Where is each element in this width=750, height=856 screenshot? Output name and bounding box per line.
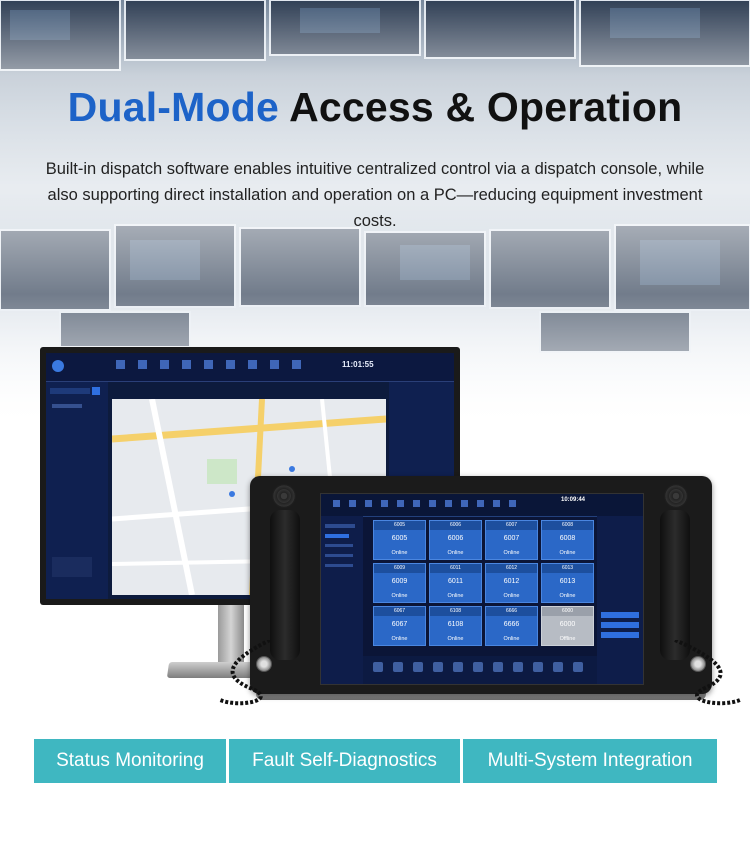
console-sidebar — [321, 516, 363, 684]
extension-status: Online — [391, 550, 408, 556]
console-base — [256, 690, 706, 700]
extension-number: 6011 — [447, 578, 464, 585]
extension-id: 6067 — [374, 607, 425, 616]
extension-status: Offline — [559, 636, 576, 642]
toolbar-icon[interactable] — [433, 662, 443, 672]
console-right-panel — [597, 516, 643, 684]
extension-status: Online — [447, 550, 464, 556]
title-accent: Dual-Mode — [67, 84, 280, 130]
monitor-sidebar — [46, 382, 108, 599]
extension-number: 6012 — [503, 578, 520, 585]
monitor-clock: 11:01:55 — [342, 360, 374, 369]
extension-id: 6009 — [374, 564, 425, 573]
extension-number: 6013 — [559, 578, 576, 585]
toolbar-icon[interactable] — [573, 662, 583, 672]
title-rest: Access & Operation — [289, 84, 683, 130]
console-top-bar: 10:09:44 — [321, 494, 643, 517]
extension-id: 6012 — [486, 564, 537, 573]
extension-status: Online — [503, 636, 520, 642]
monitor-top-bar: 11:01:55 — [46, 353, 454, 382]
extension-number: 6067 — [391, 621, 408, 628]
right-handset[interactable] — [660, 510, 690, 660]
toolbar-icon[interactable] — [493, 662, 503, 672]
extension-number: 6006 — [447, 535, 464, 542]
toolbar-icon[interactable] — [373, 662, 383, 672]
extension-number: 6108 — [447, 621, 464, 628]
feature-multi-system-integration: Multi-System Integration — [463, 739, 717, 783]
extension-status: Online — [447, 636, 464, 642]
extension-id: 6005 — [374, 521, 425, 530]
extension-id: 6013 — [542, 564, 593, 573]
monitor-stand-neck — [218, 605, 244, 665]
left-handset[interactable] — [270, 510, 300, 660]
feature-status-monitoring: Status Monitoring — [34, 739, 226, 783]
extension-id: 6000 — [542, 607, 593, 616]
extension-id: 6007 — [486, 521, 537, 530]
extension-id: 6006 — [430, 521, 481, 530]
extension-status: Online — [503, 550, 520, 556]
toolbar-icon[interactable] — [533, 662, 543, 672]
extension-id: 6011 — [430, 564, 481, 573]
page-description: Built-in dispatch software enables intui… — [45, 160, 705, 230]
extension-id: 6666 — [486, 607, 537, 616]
toolbar-icon[interactable] — [513, 662, 523, 672]
extension-number: 6666 — [503, 621, 520, 628]
extension-status: Online — [391, 636, 408, 642]
feature-fault-self-diagnostics: Fault Self-Diagnostics — [229, 739, 460, 783]
console-bottom-toolbar — [363, 656, 597, 684]
extension-status: Online — [559, 550, 576, 556]
extension-number: 6007 — [503, 535, 520, 542]
extension-status: Online — [447, 593, 464, 599]
console-clock: 10:09:44 — [561, 497, 586, 503]
toolbar-icon[interactable] — [473, 662, 483, 672]
extension-status: Online — [559, 593, 576, 599]
extension-number: 6008 — [559, 535, 576, 542]
page-title: Dual-Mode Access & Operation — [0, 84, 750, 131]
extension-number: 6009 — [391, 578, 408, 585]
extension-id: 6108 — [430, 607, 481, 616]
right-knob[interactable] — [690, 656, 706, 672]
toolbar-icon[interactable] — [553, 662, 563, 672]
monitor-toolbar-icons — [52, 360, 301, 372]
right-coil-cord — [674, 640, 741, 706]
right-speaker-icon — [664, 484, 688, 508]
toolbar-icon[interactable] — [393, 662, 403, 672]
extension-status: Online — [503, 593, 520, 599]
extension-id: 6008 — [542, 521, 593, 530]
toolbar-icon[interactable] — [413, 662, 423, 672]
left-knob[interactable] — [256, 656, 272, 672]
extension-number: 6005 — [391, 535, 408, 542]
left-speaker-icon — [272, 484, 296, 508]
left-coil-cord — [219, 640, 271, 706]
extension-number: 6000 — [559, 621, 576, 628]
hero-background — [0, 0, 750, 420]
toolbar-icon[interactable] — [453, 662, 463, 672]
extension-status: Online — [391, 593, 408, 599]
